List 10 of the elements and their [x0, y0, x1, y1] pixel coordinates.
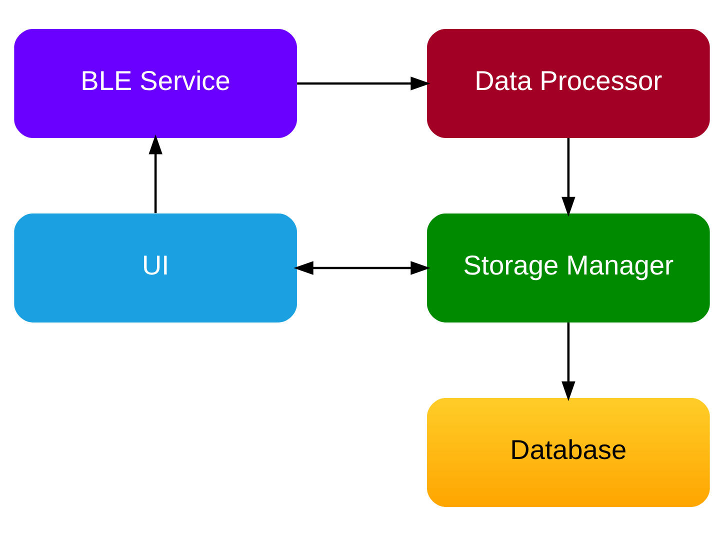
node-box: Database	[427, 398, 710, 506]
node-box: Data Processor	[427, 28, 710, 138]
arrow	[562, 137, 576, 216]
arrow	[148, 134, 162, 213]
arrow	[562, 322, 576, 401]
node-box: Storage Manager	[427, 213, 710, 322]
arrow	[294, 260, 430, 274]
node-box: UI	[14, 213, 297, 322]
arrow	[297, 76, 430, 90]
node-box: BLE Service	[14, 28, 297, 138]
